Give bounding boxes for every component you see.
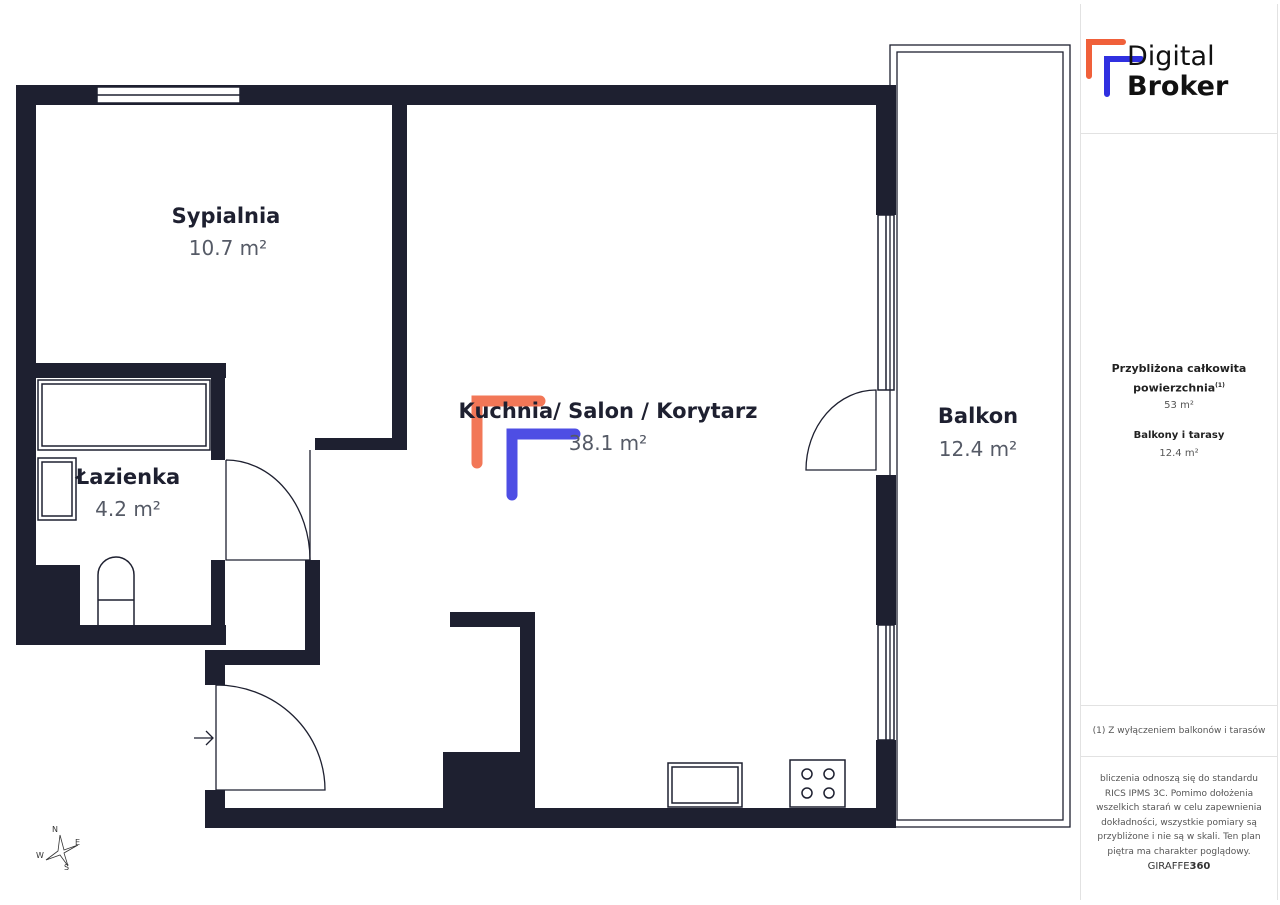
balcony-area-label: Balkony i tarasy bbox=[1133, 430, 1225, 441]
logo-line-1: Digital bbox=[1127, 41, 1215, 72]
washing-machine bbox=[37, 457, 77, 521]
kitchen-block bbox=[443, 752, 535, 808]
room-name-balcony: Balkon bbox=[938, 404, 1018, 428]
cooktop bbox=[789, 759, 846, 808]
toilet bbox=[97, 556, 135, 625]
bathroom-wall bbox=[36, 363, 226, 378]
bedroom-wall bbox=[315, 438, 407, 450]
entrance-wall bbox=[205, 650, 225, 685]
balcony-inner bbox=[896, 51, 1064, 821]
compass-n: N bbox=[52, 825, 58, 834]
logo-text: Digital Broker bbox=[1127, 42, 1228, 102]
room-area-living: 38.1 m² bbox=[569, 431, 647, 455]
footnote: (1) Z wyłączeniem balkonów i tarasów bbox=[1081, 705, 1277, 757]
bedroom-wall bbox=[392, 105, 407, 450]
closet-wall bbox=[305, 560, 320, 665]
kitchen-sink-inner bbox=[671, 766, 739, 804]
closet-wall bbox=[205, 650, 320, 665]
brand-number: 360 bbox=[1189, 861, 1211, 872]
total-area-label-text: Przybliżona całkowita powierzchnia bbox=[1111, 362, 1247, 395]
logo-line-2: Broker bbox=[1127, 71, 1229, 102]
balcony-door bbox=[805, 389, 877, 471]
entrance-door bbox=[215, 684, 326, 791]
room-area-balcony: 12.4 m² bbox=[939, 437, 1017, 461]
compass-icon: N E S W bbox=[36, 825, 80, 872]
logo: Digital Broker bbox=[1081, 4, 1277, 134]
bottom-wall bbox=[205, 808, 896, 828]
kitchen-wall bbox=[450, 612, 535, 627]
walls bbox=[16, 85, 896, 828]
burner bbox=[801, 768, 813, 780]
brand-text: GIRAFFE bbox=[1147, 861, 1190, 872]
balcony-outline bbox=[889, 44, 1071, 828]
info-panel: Digital Broker Przybliżona całkowita pow… bbox=[1080, 4, 1278, 900]
washing-machine-inner bbox=[41, 461, 73, 517]
floor-plan: Sypialnia 10.7 m² Łazienka 4.2 m² Kuchni… bbox=[16, 44, 1071, 872]
room-name-bathroom: Łazienka bbox=[75, 465, 180, 489]
burner bbox=[801, 787, 813, 799]
total-area-label: Przybliżona całkowita powierzchnia(1) bbox=[1081, 360, 1277, 397]
bathroom-wall bbox=[16, 625, 226, 645]
bathroom-wall bbox=[211, 560, 225, 628]
logo-mark-icon bbox=[1086, 39, 1143, 97]
compass-w: W bbox=[36, 851, 44, 860]
giraffe360-brand: GIRAFFE360 bbox=[1081, 861, 1277, 872]
fixtures bbox=[37, 379, 846, 808]
burner bbox=[823, 768, 835, 780]
bathtub bbox=[37, 379, 211, 451]
footnote-ref: (1) bbox=[1215, 382, 1225, 389]
bathroom-wall bbox=[211, 378, 225, 460]
entrance-arrow-icon bbox=[194, 730, 214, 746]
doors bbox=[194, 389, 877, 791]
right-wall bbox=[876, 85, 896, 215]
compass-e: E bbox=[75, 838, 80, 847]
watermark-logo bbox=[471, 395, 581, 501]
bathtub-inner bbox=[41, 383, 207, 447]
entrance-wall bbox=[205, 790, 225, 828]
bathroom-door bbox=[225, 459, 311, 561]
total-area-value: 53 m² bbox=[1164, 400, 1194, 411]
right-wall bbox=[876, 740, 896, 828]
right-wall bbox=[876, 475, 896, 625]
balcony-area-value: 12.4 m² bbox=[1159, 448, 1199, 459]
compass-s: S bbox=[64, 863, 69, 872]
kitchen-sink bbox=[667, 762, 743, 808]
room-area-bedroom: 10.7 m² bbox=[189, 236, 267, 260]
balcony bbox=[889, 44, 1071, 828]
disclaimer: bliczenia odnoszą się do standardu RICS … bbox=[1096, 774, 1262, 857]
room-area-bathroom: 4.2 m² bbox=[95, 497, 161, 521]
burner bbox=[823, 787, 835, 799]
room-name-bedroom: Sypialnia bbox=[172, 204, 281, 228]
left-wall bbox=[16, 85, 36, 645]
room-name-living: Kuchnia/ Salon / Korytarz bbox=[459, 399, 758, 423]
